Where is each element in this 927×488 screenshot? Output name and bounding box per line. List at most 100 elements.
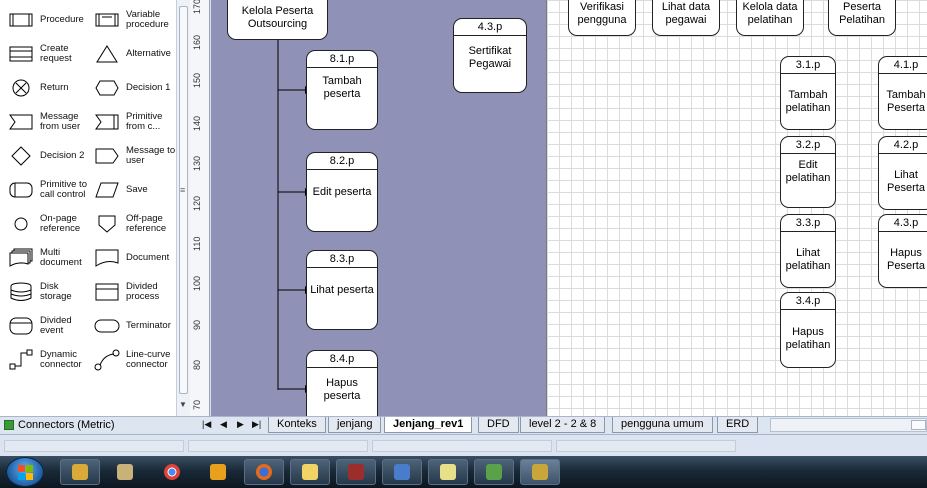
shape-line-curve-connector[interactable]: Line-curve connector	[86, 344, 178, 376]
horizontal-scrollbar[interactable]	[770, 418, 927, 432]
shape-divided-event[interactable]: Divided event	[0, 310, 92, 342]
process-kelola-peserta-outsourcing[interactable]: Kelola Peserta Outsourcing	[227, 0, 328, 40]
prev-page-icon[interactable]: ◀	[220, 419, 227, 429]
shape-disk-storage[interactable]: Disk storage	[0, 276, 92, 308]
divided-event-icon	[8, 316, 34, 336]
taskbar-media[interactable]	[290, 459, 330, 485]
divided-process-icon	[94, 282, 120, 302]
process-id: 8.3.p	[307, 251, 377, 268]
status-pane	[556, 440, 736, 452]
ruler-label: 130	[192, 155, 202, 171]
process-4-3[interactable]: 4.3.p Hapus Peserta	[878, 214, 927, 288]
process-verifikasi-pengguna[interactable]: Verifikasi pengguna	[568, 0, 636, 36]
next-page-icon[interactable]: ▶	[237, 419, 244, 429]
stencil-title-bar[interactable]: Connectors (Metric)	[0, 416, 190, 433]
shape-primitive-to-call-control[interactable]: Primitive to call control	[0, 174, 92, 206]
shape-terminator[interactable]: Terminator	[86, 310, 178, 342]
process-name: Verifikasi pengguna	[577, 1, 627, 26]
process-name: Tambah Peserta	[886, 89, 926, 114]
process-3-2[interactable]: 3.2.p Edit pelatihan	[780, 136, 836, 208]
shape-off-page-reference[interactable]: Off-page reference	[86, 208, 178, 240]
taskbar-firefox[interactable]	[244, 459, 284, 485]
taskbar-visio[interactable]	[520, 459, 560, 485]
scroll-down-arrow-icon[interactable]: ▼	[179, 400, 187, 409]
shape-decision-2[interactable]: Decision 2	[0, 140, 92, 172]
process-3-4[interactable]: 3.4.p Hapus pelatihan	[780, 292, 836, 368]
stencil-title: Connectors (Metric)	[18, 419, 115, 431]
vertical-ruler[interactable]: 170 160 150 140 130 120 110 100 90 80 70	[190, 0, 210, 416]
shape-label: On-page reference	[40, 213, 81, 234]
tab-level-2[interactable]: level 2 - 2 & 8	[520, 417, 606, 433]
shape-save[interactable]: Save	[86, 174, 178, 206]
shape-document[interactable]: Document	[86, 242, 178, 274]
process-name: Lihat data pegawai	[661, 1, 711, 26]
taskbar-notepad[interactable]	[428, 459, 468, 485]
tab-pengguna-umum[interactable]: pengguna umum	[612, 417, 713, 433]
shape-label: Message to user	[126, 145, 176, 166]
shape-label: Message from user	[40, 111, 81, 132]
process-3-3[interactable]: 3.3.p Lihat pelatihan	[780, 214, 836, 288]
message-to-user-icon	[94, 146, 120, 166]
shape-message-to-user[interactable]: Message to user	[86, 140, 178, 172]
tab-erd[interactable]: ERD	[717, 417, 759, 433]
diagram-page-left[interactable]: Kelola Peserta Outsourcing 8.1.p Tambah …	[211, 0, 546, 430]
process-3-1[interactable]: 3.1.p Tambah pelatihan	[780, 56, 836, 130]
process-peserta-pelatihan[interactable]: Peserta Pelatihan	[828, 0, 896, 36]
process-name: Edit pelatihan	[785, 159, 831, 184]
shape-on-page-reference[interactable]: On-page reference	[0, 208, 92, 240]
grip-icon[interactable]: ≡	[180, 185, 186, 195]
shape-label: Disk storage	[40, 281, 72, 302]
tab-jenjang-rev1[interactable]: Jenjang_rev1	[384, 417, 473, 433]
taskbar-explorer[interactable]	[60, 459, 100, 485]
taskbar-folder[interactable]	[105, 459, 145, 485]
shape-message-from-user[interactable]: Message from user	[0, 106, 92, 138]
taskbar-network[interactable]	[474, 459, 514, 485]
disk-storage-icon	[8, 282, 34, 302]
scrollbar-thumb[interactable]	[911, 420, 926, 430]
diagram-page-right[interactable]: Verifikasi pengguna Lihat data pegawai K…	[546, 0, 927, 416]
shape-decision-1[interactable]: Decision 1	[86, 72, 178, 104]
shape-label: Create request	[40, 43, 72, 64]
shape-alternative[interactable]: Alternative	[86, 38, 178, 70]
shape-create-request[interactable]: Create request	[0, 38, 92, 70]
scrollbar-thumb[interactable]	[179, 6, 188, 394]
process-kelola-data-pelatihan[interactable]: Kelola data pelatihan	[736, 0, 804, 36]
last-page-icon[interactable]: ▶|	[252, 419, 262, 429]
start-button[interactable]	[6, 457, 44, 487]
first-page-icon[interactable]: |◀	[202, 419, 212, 429]
shape-multi-document[interactable]: Multi document	[0, 242, 92, 274]
process-id: 3.4.p	[781, 293, 835, 310]
process-8-2[interactable]: 8.2.p Edit peserta	[306, 152, 378, 232]
tab-dfd[interactable]: DFD	[478, 417, 519, 433]
process-4-3-sertifikat[interactable]: 4.3.p Sertifikat Pegawai	[453, 18, 527, 93]
process-lihat-data-pegawai[interactable]: Lihat data pegawai	[652, 0, 720, 36]
shapes-panel-scrollbar[interactable]: ≡ ▼	[176, 0, 190, 416]
process-4-2[interactable]: 4.2.p Lihat Peserta	[878, 136, 927, 210]
shape-label: Primitive to call control	[40, 179, 87, 200]
firefox-icon	[256, 464, 272, 480]
shape-dynamic-connector[interactable]: Dynamic connector	[0, 344, 92, 376]
network-icon	[486, 464, 502, 480]
taskbar-chrome[interactable]	[152, 459, 192, 485]
shape-primitive-from[interactable]: Primitive from c...	[86, 106, 178, 138]
process-4-1[interactable]: 4.1.p Tambah Peserta	[878, 56, 927, 130]
ruler-label: 150	[192, 72, 202, 88]
tab-jenjang[interactable]: jenjang	[328, 417, 382, 433]
shape-label: Variable procedure	[126, 9, 169, 30]
process-name: Hapus Peserta	[887, 247, 925, 272]
tab-konteks[interactable]: Konteks	[268, 417, 326, 433]
ruler-label: 100	[192, 275, 202, 291]
status-pane	[372, 440, 552, 452]
shape-variable-procedure[interactable]: Variable procedure	[86, 4, 178, 36]
process-8-3[interactable]: 8.3.p Lihat peserta	[306, 250, 378, 330]
shape-return[interactable]: Return	[0, 72, 92, 104]
taskbar-winamp[interactable]	[198, 459, 238, 485]
document-icon	[94, 248, 120, 268]
shape-procedure[interactable]: Procedure	[0, 4, 92, 36]
ruler-label: 70	[192, 399, 202, 410]
taskbar-outlook[interactable]	[336, 459, 376, 485]
process-8-1[interactable]: 8.1.p Tambah peserta	[306, 50, 378, 130]
taskbar-window[interactable]	[382, 459, 422, 485]
process-id: 3.1.p	[781, 57, 835, 74]
shape-divided-process[interactable]: Divided process	[86, 276, 178, 308]
